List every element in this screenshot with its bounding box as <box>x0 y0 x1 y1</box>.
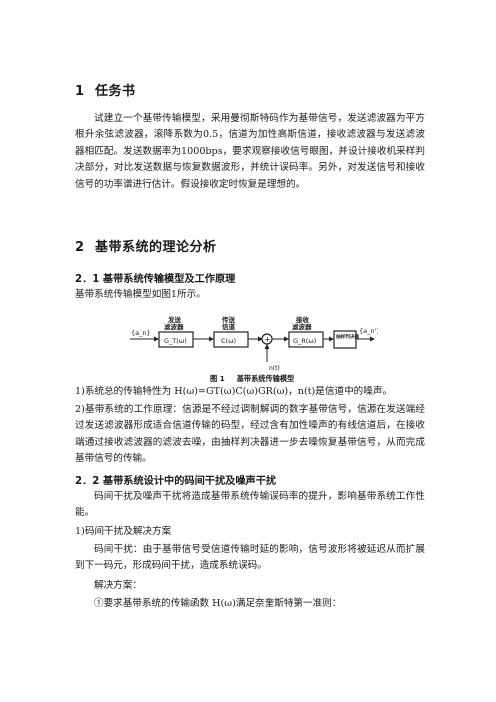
section-2-2-paragraph: 码间干扰及噪声干扰将造成基带系统传输误码率的提升，影响基带系统工作性能。 <box>75 491 425 519</box>
section-2-number: 2 <box>75 240 85 255</box>
list-item-2: 2)基带系统的工作原理：信源是不经过调制解调的数字基带信号，信源在发送端经过发送… <box>75 404 425 465</box>
block-2-label: C(ω) <box>221 337 236 345</box>
section-2-1-intro: 基带系统传输模型如图1所示。 <box>75 289 206 300</box>
caption-number: 图 1 <box>210 374 225 383</box>
output-label: {a_n'} <box>359 327 378 335</box>
block-3-label: G_R(ω) <box>293 337 316 345</box>
block-3-subtitle: 滤波器 <box>292 322 312 331</box>
block-diagram-svg: {a_n} 发送 滤波器 G_T(ω) 传送 信道 C(ω) + n(t) 接收… <box>130 315 380 372</box>
block-2-title: 传送 <box>221 315 236 324</box>
block-1-subtitle: 滤波器 <box>164 322 184 331</box>
sum-symbol: + <box>264 335 271 344</box>
list-item-1: 1)系统总的传输特性为 H(ω)=GT(ω)C(ω)GR(ω)，n(t)是信道中… <box>75 386 393 397</box>
section-2-heading: 2 基带系统的理论分析 <box>75 236 217 255</box>
section-1-heading: 1 任务书 <box>75 80 136 99</box>
caption-text: 基带系统传输模型 <box>236 374 295 383</box>
figure-1-caption: 图 1 基带系统传输模型 <box>210 374 294 384</box>
block-4-label: 抽样判决器 <box>336 333 359 340</box>
input-label: {a_n} <box>131 329 151 337</box>
section-2-2-heading: 2．2 基带系统设计中的码间干扰及噪声干扰 <box>75 476 277 487</box>
section-1-title: 任务书 <box>95 84 136 99</box>
solution-1: ①要求基带系统的传输函数 H(ω)满足奈奎斯特第一准则： <box>94 598 342 609</box>
block-2-subtitle: 信道 <box>222 322 236 331</box>
block-1-label: G_T(ω) <box>164 337 187 345</box>
block-1-title: 发送 <box>167 315 182 324</box>
figure-1-block-diagram: {a_n} 发送 滤波器 G_T(ω) 传送 信道 C(ω) + n(t) 接收… <box>128 314 380 372</box>
block-3-title: 接收 <box>296 315 310 324</box>
noise-label: n(t) <box>269 365 280 372</box>
solution-label: 解决方案： <box>94 580 142 591</box>
section-2-1-heading: 2．1 基带系统传输模型及工作原理 <box>75 274 236 285</box>
section-1-paragraph: 试建立一个基带传输模型，采用曼彻斯特码作为基带信号，发送滤波器为平方根升余弦滤波… <box>75 113 425 190</box>
subsection-1-paragraph: 码间干扰：由于基带信号受信道传输时延的影响，信号波形将被延迟从而扩展到下一码元，… <box>75 544 425 572</box>
section-2-title: 基带系统的理论分析 <box>95 240 217 255</box>
subsection-1-heading: 1)码间干扰及解决方案 <box>75 526 172 537</box>
section-1-number: 1 <box>75 84 85 99</box>
